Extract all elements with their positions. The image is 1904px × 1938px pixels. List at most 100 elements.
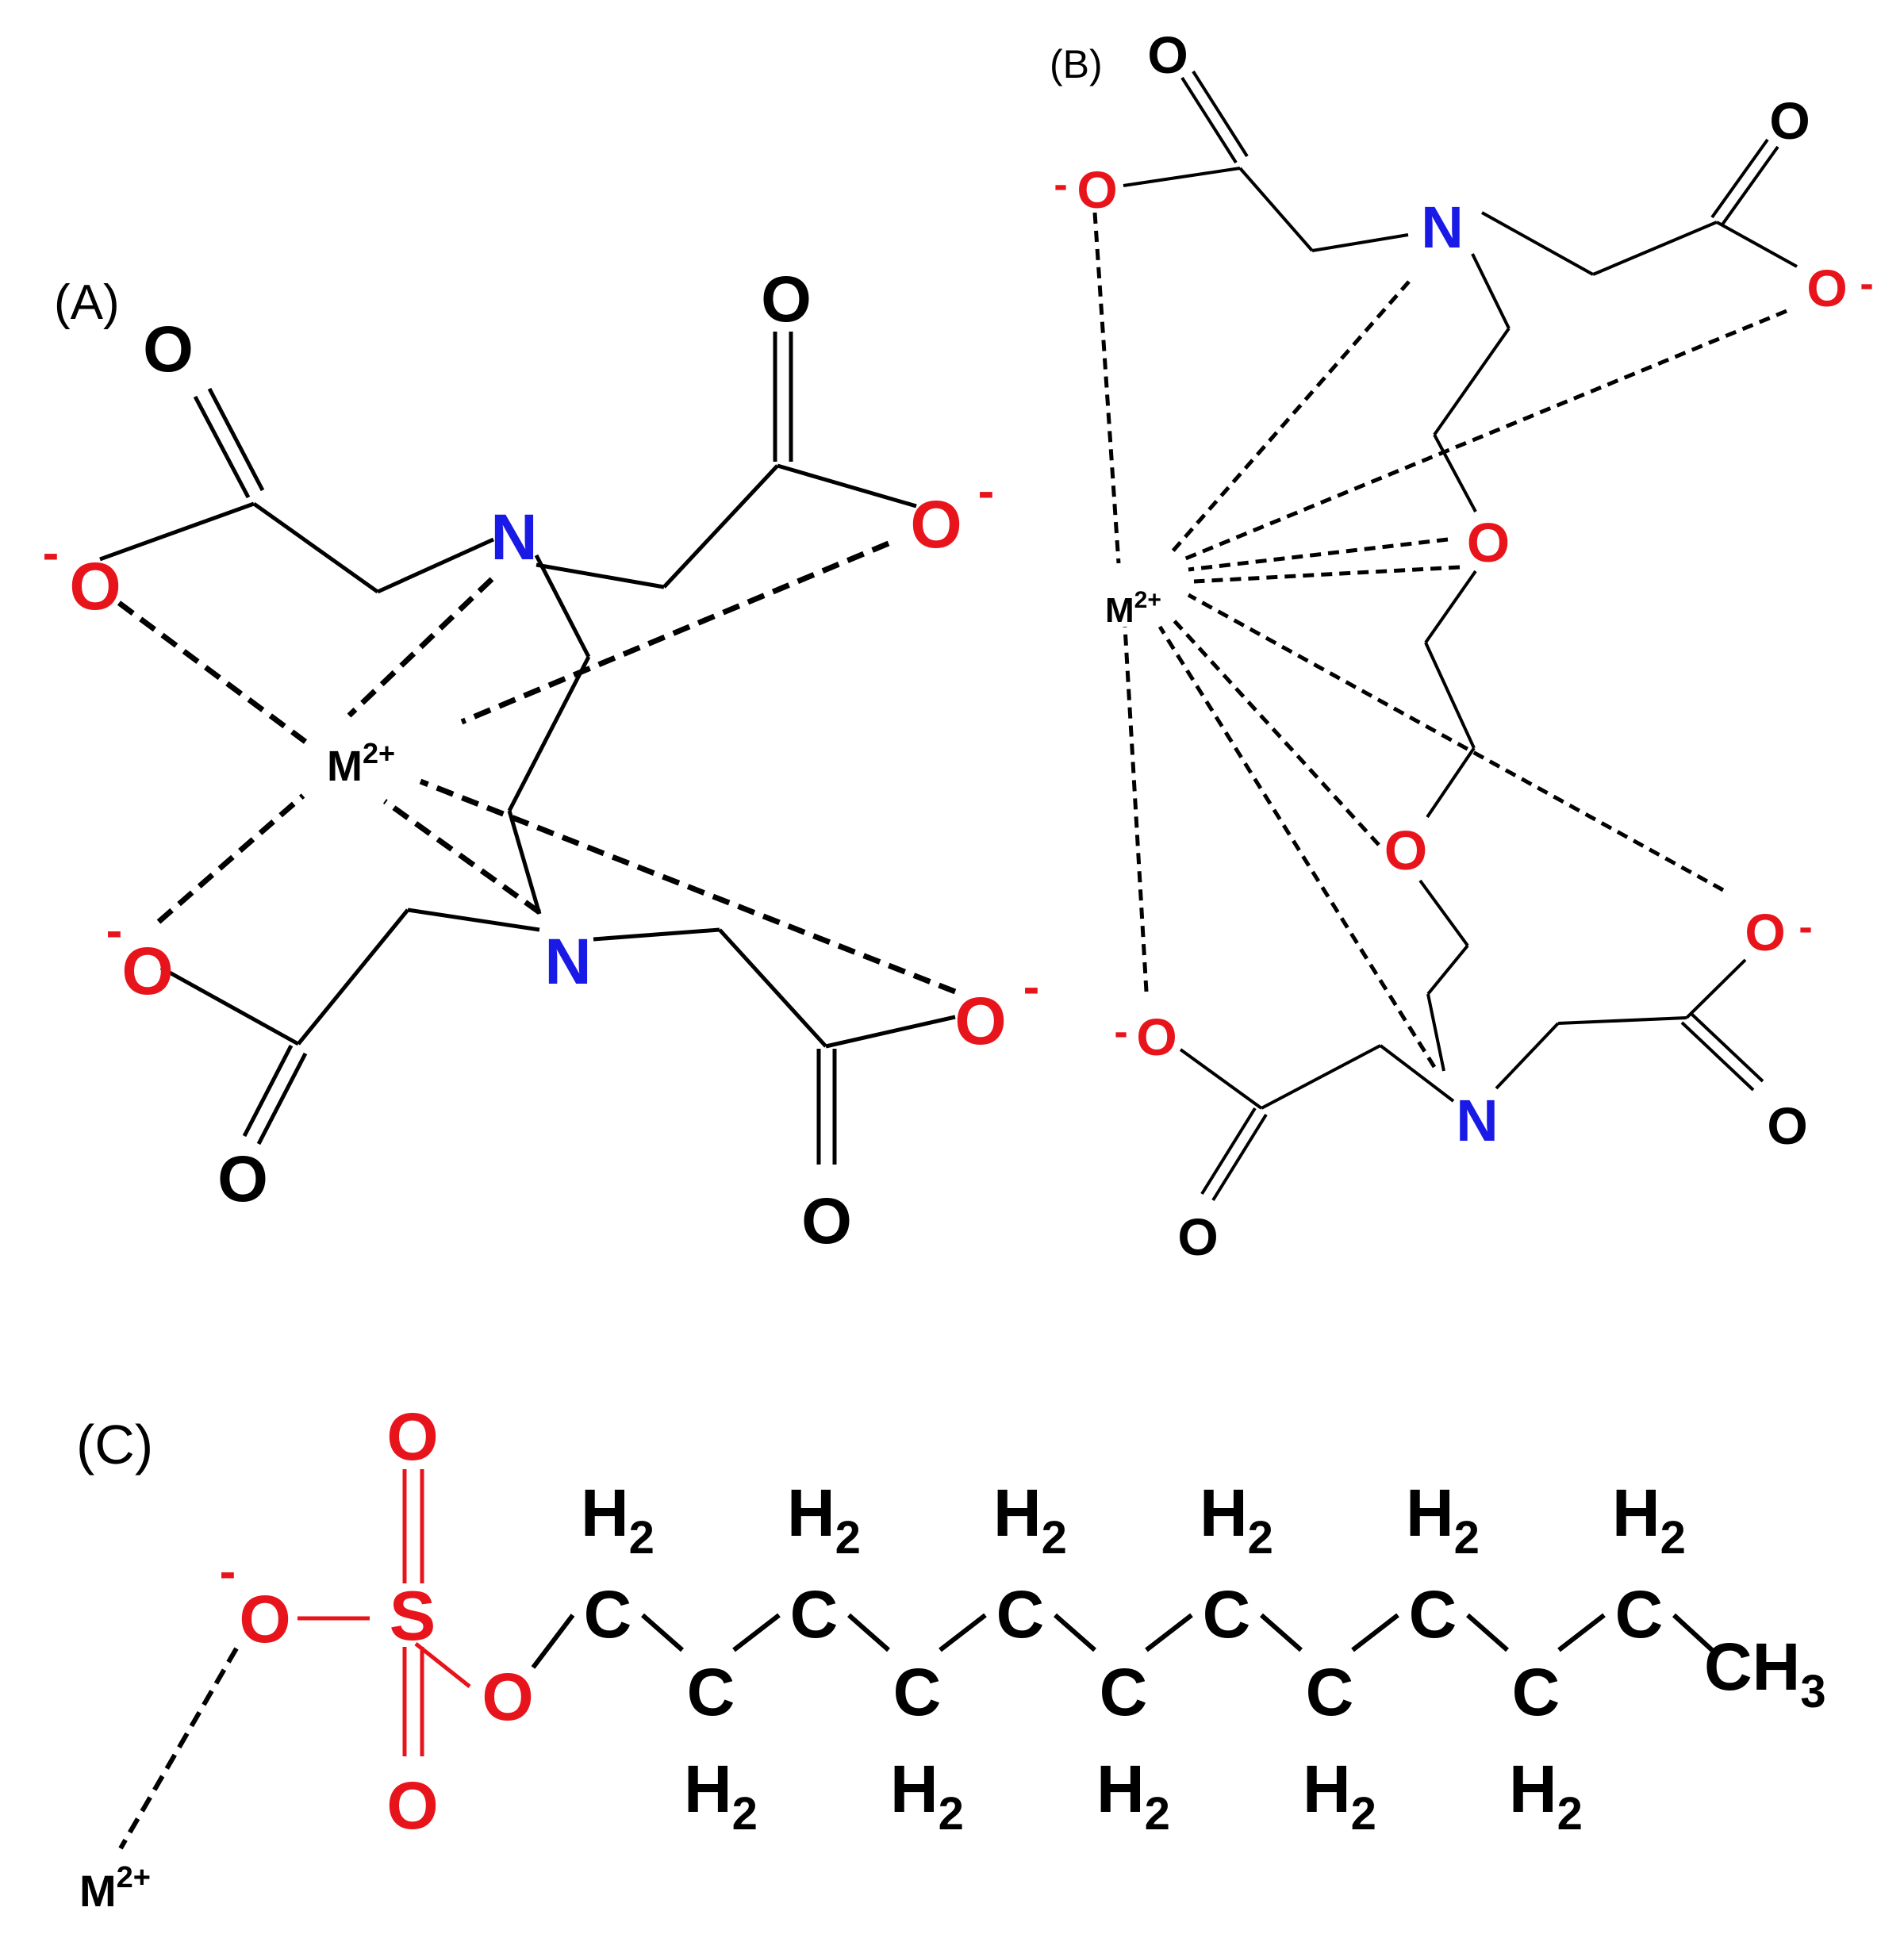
panel-c-carbon-upper-2-hydrogen-symbol: H bbox=[787, 1476, 835, 1550]
panel-b-ether-oxygen-2: O bbox=[1384, 819, 1427, 881]
panel-a-oxygen-2: O bbox=[761, 263, 812, 336]
panel-c-carbon-lower-2-hydrogen-symbol: H bbox=[890, 1752, 939, 1826]
panel-c-carbon-lower-1-hydrogen-count: 2 bbox=[732, 1788, 758, 1840]
panel-c-carbon-lower-4-hydrogen-count: 2 bbox=[1351, 1788, 1376, 1840]
panel-b-charge-3: - bbox=[1798, 904, 1812, 950]
panel-a-charge-2: - bbox=[978, 464, 995, 519]
panel-c-carbon-lower-5-hydrogen-symbol: H bbox=[1509, 1752, 1557, 1826]
panel-b-atoms: O O - N O O - O O M2+ O - O - N O O bbox=[1054, 25, 1873, 1266]
panel-c-carbon-upper-5-hydrogen-symbol: H bbox=[1406, 1476, 1454, 1550]
panel-c-carbon-upper-4-hydrogen-count: 2 bbox=[1248, 1512, 1273, 1564]
panel-b-oxygen-1: O bbox=[1147, 25, 1188, 84]
panel-c-methyl-group: CH3 bbox=[1704, 1629, 1826, 1717]
panel-c-carbon-upper-3: C bbox=[996, 1577, 1045, 1652]
panel-c-label: (C) bbox=[76, 1414, 153, 1476]
panel-c-methyl-symbol: CH bbox=[1704, 1629, 1800, 1704]
panel-b-egta-complex: (B) bbox=[1050, 25, 1874, 1266]
panel-c-carbon-upper-2-hydrogen-count: 2 bbox=[835, 1512, 861, 1564]
panel-c-carbon-upper-6-hydrogen-count: 2 bbox=[1660, 1512, 1686, 1564]
panel-a-charge-1: - bbox=[43, 526, 60, 581]
panel-b-oxygen-8: O bbox=[1177, 1207, 1218, 1266]
panel-a-metal: M2+ bbox=[327, 737, 395, 790]
panel-c-methyl-subscript: 3 bbox=[1800, 1666, 1825, 1717]
panel-a-nitrogen-1: N bbox=[490, 501, 537, 574]
panel-c-sulfonyl-oxygen-top: O bbox=[386, 1399, 438, 1474]
panel-a-metal-charge: 2+ bbox=[363, 737, 395, 769]
panel-b-coordination-bonds bbox=[1092, 212, 1787, 1069]
panel-a-oxygen-4: O bbox=[910, 487, 962, 562]
panel-b-metal-symbol: M bbox=[1105, 591, 1134, 630]
panel-c-carbon-lower-4: C bbox=[1306, 1655, 1354, 1729]
panel-c-carbon-lower-4-hydrogen-symbol: H bbox=[1303, 1752, 1351, 1826]
panel-c-dodecyl-sulfate: (C) O S O O bbox=[76, 1399, 1826, 1916]
panel-c-sulfate-bonds bbox=[298, 1469, 471, 1756]
panel-c-carbon-lower-2-hydrogens: H2 bbox=[890, 1752, 964, 1840]
panel-c-carbon-lower-1: C bbox=[687, 1655, 735, 1729]
panel-c-carbon-upper-2-hydrogens: H2 bbox=[787, 1476, 861, 1564]
panel-b-metal-charge: 2+ bbox=[1134, 587, 1161, 613]
panel-a-atoms: O O O - O - N N O - O - O O M2+ bbox=[43, 263, 1040, 1257]
panel-b-charge-2: - bbox=[1860, 261, 1873, 307]
panel-c-carbon-upper-2: C bbox=[790, 1577, 839, 1652]
panel-c-carbon-upper-5-hydrogens: H2 bbox=[1406, 1476, 1480, 1564]
panel-c-carbon-upper-6: C bbox=[1615, 1577, 1664, 1652]
panel-c-carbon-lower-5-hydrogens: H2 bbox=[1509, 1752, 1583, 1840]
panel-c-carbon-upper-3-hydrogen-count: 2 bbox=[1042, 1512, 1067, 1564]
panel-c-carbon-upper-6-hydrogen-symbol: H bbox=[1612, 1476, 1660, 1550]
panel-c-carbon-upper-1-hydrogen-symbol: H bbox=[581, 1476, 629, 1550]
panel-c-carbon-upper-3-hydrogen-symbol: H bbox=[993, 1476, 1042, 1550]
panel-b-nitrogen-1: N bbox=[1421, 194, 1463, 260]
panel-b-oxygen-6: O bbox=[1136, 1007, 1177, 1066]
panel-c-metal: M2+ bbox=[79, 1861, 151, 1916]
panel-b-nitrogen-2: N bbox=[1456, 1088, 1498, 1153]
panel-c-chain-bonds bbox=[531, 1613, 1714, 1669]
panel-c-carbon-lower-1-hydrogen-symbol: H bbox=[684, 1752, 732, 1826]
panel-c-carbon-upper-1: C bbox=[584, 1577, 632, 1652]
panel-c-carbon-upper-4-hydrogens: H2 bbox=[1200, 1476, 1273, 1564]
panel-b-oxygen-4: O bbox=[1806, 259, 1847, 317]
panel-a-oxygen-3: O bbox=[69, 549, 121, 624]
panel-c-sulfonyl-oxygen-bottom: O bbox=[386, 1768, 438, 1843]
panel-c-ester-oxygen: O bbox=[482, 1660, 533, 1734]
panel-c-carbon-lower-4-hydrogens: H2 bbox=[1303, 1752, 1376, 1840]
panel-a-oxygen-6: O bbox=[954, 984, 1006, 1058]
panel-a-coordination-bonds bbox=[117, 540, 957, 995]
panel-c-carbon-lower-3-hydrogen-symbol: H bbox=[1096, 1752, 1145, 1826]
panel-c-anionic-oxygen: O bbox=[239, 1582, 290, 1656]
panel-b-bonds bbox=[1123, 70, 1798, 1202]
panel-c-carbon-upper-3-hydrogens: H2 bbox=[993, 1476, 1067, 1564]
panel-c-carbon-lower-3: C bbox=[1100, 1655, 1148, 1729]
panel-b-oxygen-5: O bbox=[1745, 903, 1785, 961]
panel-c-carbon-lower-2: C bbox=[893, 1655, 942, 1729]
panel-a-nitrogen-2: N bbox=[544, 926, 591, 998]
panel-b-ether-oxygen-1: O bbox=[1467, 512, 1510, 574]
panel-c-sulfur: S bbox=[390, 1576, 436, 1655]
panel-a-oxygen-5: O bbox=[121, 934, 173, 1008]
panel-c-carbon-lower-5-hydrogen-count: 2 bbox=[1557, 1788, 1583, 1840]
panel-c-carbon-lower-2-hydrogen-count: 2 bbox=[939, 1788, 964, 1840]
panel-c-coordination-bond bbox=[118, 1647, 239, 1850]
panel-c-carbon-upper-1-hydrogen-count: 2 bbox=[629, 1512, 654, 1564]
panel-c-metal-charge: 2+ bbox=[117, 1861, 151, 1894]
panel-c-carbon-upper-1-hydrogens: H2 bbox=[581, 1476, 654, 1564]
panel-a-oxygen-8: O bbox=[801, 1185, 852, 1257]
panel-c-carbon-upper-5-hydrogen-count: 2 bbox=[1454, 1512, 1480, 1564]
panel-c-carbon-upper-4: C bbox=[1203, 1577, 1251, 1652]
panel-c-carbon-lower-5: C bbox=[1512, 1655, 1560, 1729]
panel-a-oxygen-7: O bbox=[217, 1143, 268, 1215]
panel-b-oxygen-2: O bbox=[1077, 160, 1117, 219]
panel-a-bonds bbox=[99, 332, 956, 1165]
panel-c-carbon-lower-1-hydrogens: H2 bbox=[684, 1752, 758, 1840]
panel-a-oxygen-1: O bbox=[143, 313, 194, 386]
panel-b-oxygen-3: O bbox=[1769, 91, 1810, 150]
panel-b-charge-4: - bbox=[1114, 1009, 1127, 1055]
panel-c-atoms: O S O O - O M2+ bbox=[79, 1399, 534, 1916]
panel-a-charge-4: - bbox=[1023, 960, 1040, 1015]
panel-a-edta-complex: (A) bbox=[43, 263, 1040, 1257]
panel-b-charge-1: - bbox=[1054, 162, 1067, 208]
panel-a-label: (A) bbox=[54, 275, 120, 330]
panel-b-label: (B) bbox=[1050, 42, 1103, 86]
panel-a-charge-3: - bbox=[106, 904, 123, 958]
